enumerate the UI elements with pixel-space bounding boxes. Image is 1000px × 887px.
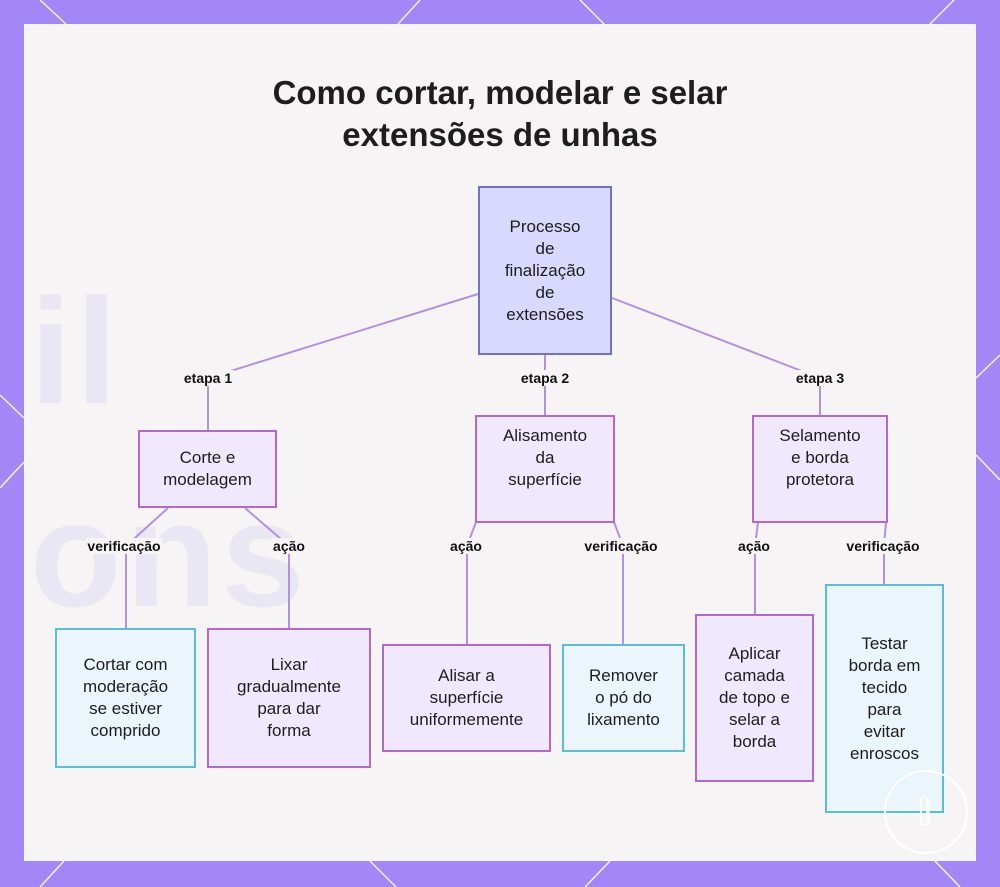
step-2-label: Alisamento da superfície [502,426,588,489]
step-2-node: Alisamento da superfície [475,415,615,523]
leaf-cortar-node: Cortar com moderação se estiver comprido [55,628,196,768]
leaf-remover-po-node: Remover o pó do lixamento [562,644,685,752]
edge-label-etapa-2: etapa 2 [518,370,572,386]
paperclip-icon [920,795,930,826]
edge-root-step1 [207,293,479,430]
leaf-aplicar-camada-label: Aplicar camada de topo e selar a borda [719,644,790,751]
leaf-lixar-node: Lixar gradualmente para dar forma [207,628,371,768]
leaf-alisar-node: Alisar a superfície uniformemente [382,644,551,752]
edge-step3-leaf3a [754,521,759,614]
step-3-label: Selamento e borda protetora [779,426,861,489]
leaf-alisar-label: Alisar a superfície uniformemente [409,666,524,729]
edge-label-step3-verificacao: verificação [844,538,922,554]
page-title: Como cortar, modelar e selar extensões d… [272,74,728,153]
edge-label-etapa-1: etapa 1 [181,370,235,386]
paperclip-logo [884,770,968,854]
step-1-label: Corte e modelagem [163,448,252,489]
edge-label-step3-acao: ação [736,538,772,554]
edge-label-step1-acao: ação [271,538,307,554]
leaf-lixar-label: Lixar gradualmente para dar forma [237,655,341,740]
step-3-node: Selamento e borda protetora [752,415,888,523]
leaf-remover-po-label: Remover o pó do lixamento [587,666,660,729]
root-node: Processo de finalização de extensões [478,186,612,355]
leaf-aplicar-camada-node: Aplicar camada de topo e selar a borda [695,614,814,782]
leaf-cortar-label: Cortar com moderação se estiver comprido [82,655,169,740]
edge-label-step2-acao: ação [448,538,484,554]
edge-label-step1-verificacao: verificação [85,538,163,554]
edge-label-step2-verificacao: verificação [582,538,660,554]
edge-label-etapa-3: etapa 3 [793,370,847,386]
edge-step1-leaf1b [244,507,290,628]
root-node-label: Processo de finalização de extensões [504,216,586,324]
step-1-node: Corte e modelagem [138,430,277,508]
leaf-testar-borda-label: Testar borda em tecido para evitar enros… [848,633,921,763]
edge-step1-leaf1a [125,507,169,628]
edge-root-step3 [611,297,821,415]
